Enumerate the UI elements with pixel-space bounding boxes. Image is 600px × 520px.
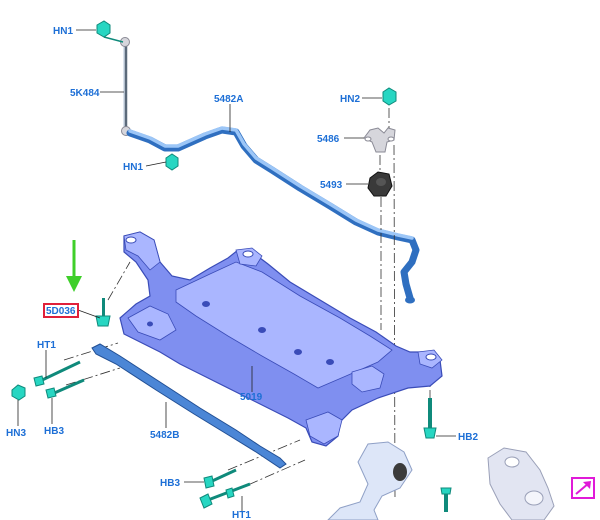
- bolt-5d036: [95, 298, 111, 327]
- front-subframe-5019: [119, 231, 443, 447]
- bushing-5493: [367, 171, 393, 197]
- fastener-ht1-left: [33, 360, 81, 387]
- label-5k484[interactable]: 5K484: [70, 88, 100, 99]
- stabilizer-link-5k484: [120, 37, 131, 136]
- lower-control-arm-bracket: [327, 441, 413, 520]
- nut-hn3: [11, 384, 26, 401]
- bolt-hb3-bottom: [203, 468, 237, 489]
- nut-hn1-mid: [165, 153, 179, 171]
- label-5493[interactable]: 5493: [320, 180, 343, 191]
- bushing-bracket-5486: [363, 127, 396, 153]
- bolt-hb2: [423, 398, 437, 439]
- external-link-arrow-icon[interactable]: [571, 477, 595, 499]
- label-hn1-mid[interactable]: HN1: [123, 162, 143, 173]
- fastener-ht1-bottom: [199, 482, 251, 509]
- bolt-hb3-left: [45, 378, 85, 399]
- down-arrow-icon: [66, 240, 82, 292]
- highlight-box: [43, 303, 79, 318]
- label-hn3[interactable]: HN3: [6, 428, 26, 439]
- label-hb3-bottom[interactable]: HB3: [160, 478, 180, 489]
- label-5486[interactable]: 5486: [317, 134, 340, 145]
- nut-hn2: [382, 87, 397, 106]
- bolt-lower-right: [440, 487, 452, 512]
- label-hn2[interactable]: HN2: [340, 94, 360, 105]
- label-5d036[interactable]: 5D036: [46, 306, 76, 317]
- leader-lines: [17, 29, 456, 512]
- label-5482a[interactable]: 5482A: [214, 94, 243, 105]
- steering-knuckle: [487, 447, 555, 520]
- label-5019[interactable]: 5019: [240, 392, 263, 403]
- label-ht1-left[interactable]: HT1: [37, 340, 56, 351]
- stabilizer-bar-5482a: [126, 126, 420, 304]
- label-hb2[interactable]: HB2: [458, 432, 478, 443]
- label-5482b[interactable]: 5482B: [150, 430, 179, 441]
- stabilizer-bar-5482b: [91, 343, 287, 469]
- nut-hn1-top: [96, 20, 124, 43]
- label-ht1-bottom[interactable]: HT1: [232, 510, 251, 520]
- label-hn1-top[interactable]: HN1: [53, 26, 73, 37]
- label-hb3-left[interactable]: HB3: [44, 426, 64, 437]
